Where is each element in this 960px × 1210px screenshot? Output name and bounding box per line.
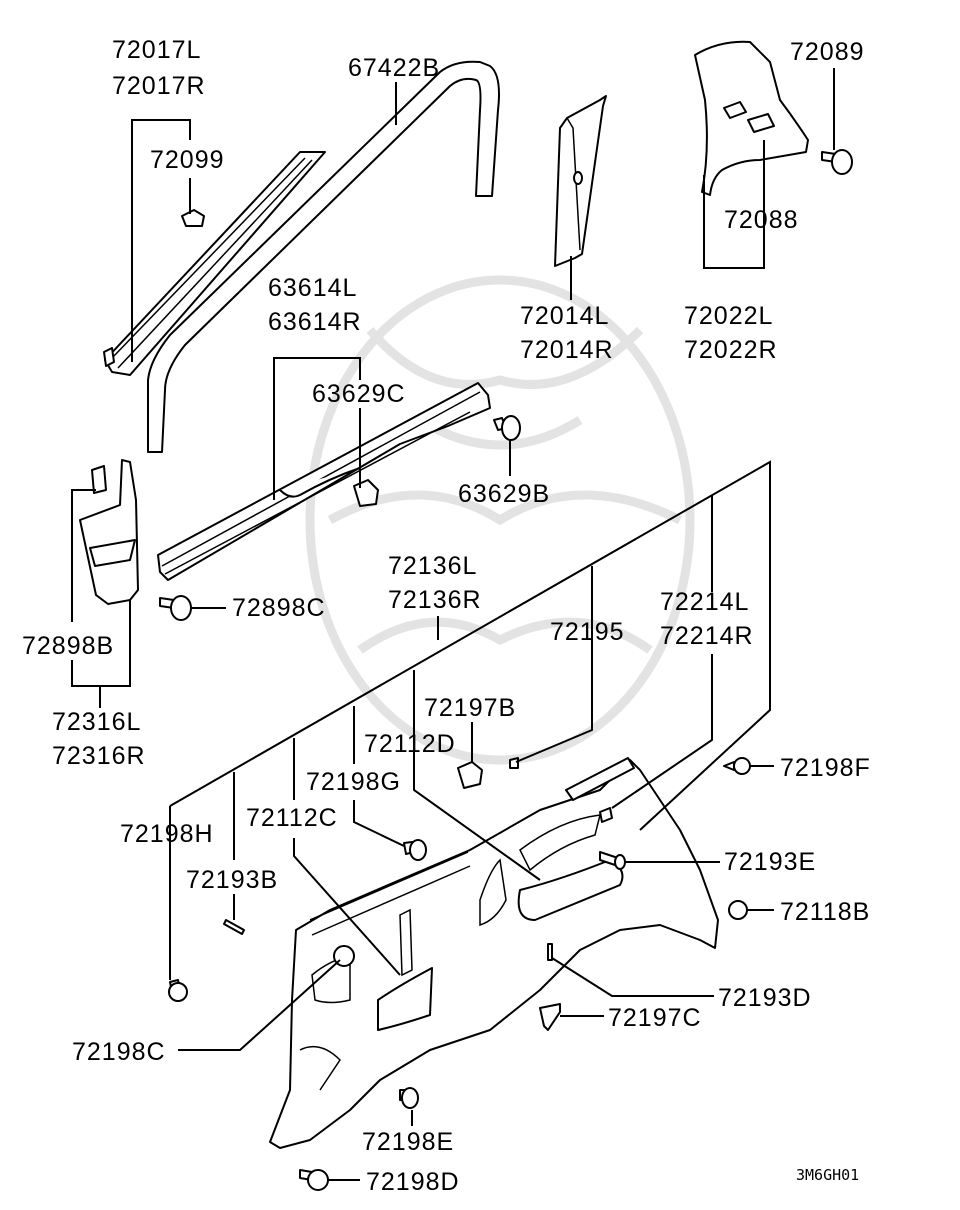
label-72193E: 72193E (724, 848, 816, 876)
label-63629C: 63629C (312, 380, 406, 408)
clip-72089-part (821, 149, 853, 175)
quarter-upper-trim-part (694, 40, 809, 196)
screw-72193E-part (599, 851, 626, 870)
clip-72198F-part (723, 757, 751, 775)
label-63629B: 63629B (458, 480, 550, 508)
label-72118B: 72118B (780, 898, 870, 926)
grommet-72118B-part (728, 900, 748, 920)
clip-63629B-part (493, 415, 521, 441)
clip-72898C-part (159, 595, 192, 621)
label-63614L: 63614L (268, 274, 357, 302)
label-72214L: 72214L (660, 588, 749, 616)
label-72316R: 72316R (52, 742, 146, 770)
label-72099: 72099 (150, 146, 225, 174)
label-72112D: 72112D (364, 730, 456, 758)
screw-72195-part (509, 757, 519, 769)
part-labels: 72017L 72017R 72099 67422B 72014L 72014R… (22, 36, 871, 1196)
window-channel-strip-part (103, 151, 326, 376)
door-weatherstrip-part (147, 60, 500, 453)
label-72089: 72089 (790, 38, 865, 66)
clip-72198E-part (399, 1087, 419, 1109)
clip-72198D-part (299, 1169, 329, 1191)
label-72017R: 72017R (112, 72, 206, 100)
leader-lines (71, 68, 835, 1181)
label-72014R: 72014R (520, 336, 614, 364)
diagram-code: 3M6GH01 (796, 1166, 859, 1184)
label-72198C: 72198C (72, 1038, 166, 1066)
kick-panel-trim-part (79, 459, 139, 605)
label-72195: 72195 (550, 618, 625, 646)
label-72198H: 72198H (120, 820, 214, 848)
label-72198D: 72198D (366, 1168, 460, 1196)
label-72014L: 72014L (520, 302, 609, 330)
scuff-plate-part (157, 382, 491, 581)
label-72193D: 72193D (718, 984, 812, 1012)
screw-72193B-part (223, 919, 245, 935)
label-72193B: 72193B (186, 866, 278, 894)
label-72214R: 72214R (660, 622, 754, 650)
clip-72198G-part (403, 839, 427, 861)
label-72022R: 72022R (684, 336, 778, 364)
label-72136L: 72136L (388, 552, 477, 580)
label-72898B: 72898B (22, 632, 114, 660)
clip-72197C-part (539, 1003, 561, 1031)
clip-72198H-part (168, 979, 188, 1002)
label-72088: 72088 (724, 206, 799, 234)
label-72898C: 72898C (232, 594, 326, 622)
label-72198G: 72198G (306, 768, 401, 796)
label-63614R: 63614R (268, 308, 362, 336)
label-72197B: 72197B (424, 694, 516, 722)
label-67422B: 67422B (348, 54, 440, 82)
screw-72193D-part (547, 943, 553, 961)
label-72017L: 72017L (112, 36, 201, 64)
clip-72099-part (181, 209, 205, 227)
center-pillar-trim-part (554, 95, 607, 267)
label-72198E: 72198E (362, 1128, 454, 1156)
label-72197C: 72197C (608, 1004, 702, 1032)
watermark-emblem (305, 275, 695, 765)
label-72022L: 72022L (684, 302, 773, 330)
label-72136R: 72136R (388, 586, 482, 614)
label-72198F: 72198F (780, 754, 871, 782)
clip-72197B-part (457, 761, 483, 789)
label-72112C: 72112C (246, 804, 338, 832)
label-72316L: 72316L (52, 708, 141, 736)
